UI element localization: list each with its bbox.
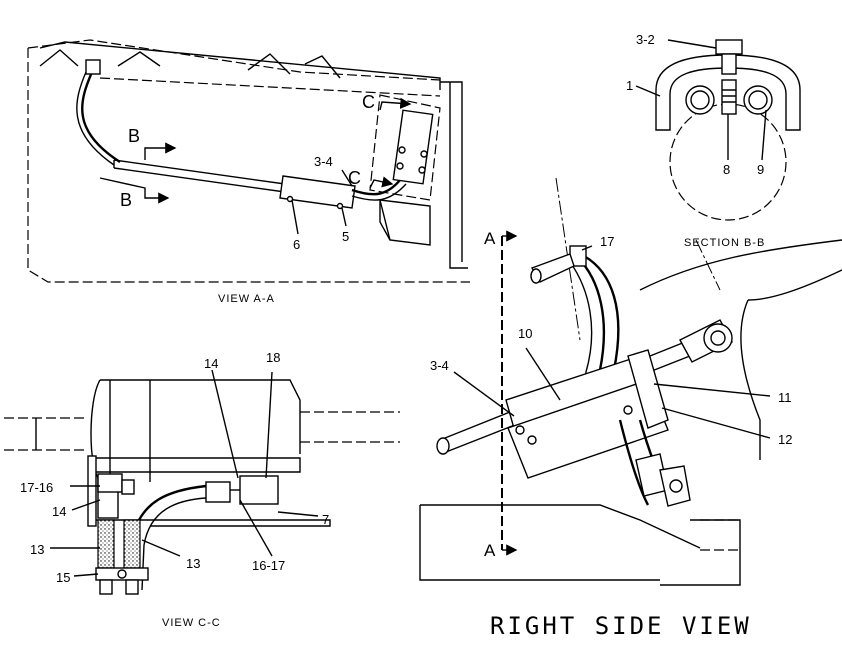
right-side-label-a-lower: A xyxy=(484,541,496,560)
right-side-view xyxy=(419,177,842,586)
right-side-caption: RIGHT SIDE VIEW xyxy=(490,612,752,640)
view-aa-callout-5: 5 xyxy=(342,229,349,244)
section-bb-callout-9: 9 xyxy=(757,162,764,177)
view-cc-callout-16-17: 16-17 xyxy=(252,558,285,573)
view-cc-callout-13-mid: 13 xyxy=(186,556,200,571)
section-bb-caption: SECTION B-B xyxy=(684,237,765,249)
section-bb-callout-8: 8 xyxy=(723,162,730,177)
view-a-a xyxy=(27,39,470,283)
view-cc-callout-17-16: 17-16 xyxy=(20,480,53,495)
view-c-c xyxy=(4,369,400,595)
view-cc-caption: VIEW C-C xyxy=(162,617,221,629)
right-side-callout-17: 17 xyxy=(600,234,614,249)
right-side-callout-3-4: 3-4 xyxy=(430,358,449,373)
section-b-b xyxy=(635,39,801,221)
section-bb-callout-1: 1 xyxy=(626,78,633,93)
section-bb-callout-3-2: 3-2 xyxy=(636,32,655,47)
view-aa-callout-3-4: 3-4 xyxy=(314,154,333,169)
view-cc-callout-7: 7 xyxy=(322,512,329,527)
view-cc-callout-13-left: 13 xyxy=(30,542,44,557)
view-cc-callout-14-left: 14 xyxy=(52,504,66,519)
view-aa-label-b-upper: B xyxy=(128,126,140,146)
view-aa-label-b-lower: B xyxy=(120,190,132,210)
view-cc-callout-18: 18 xyxy=(266,350,280,365)
right-side-callout-12: 12 xyxy=(778,432,792,447)
view-aa-caption: VIEW A-A xyxy=(218,293,275,305)
right-side-callout-10: 10 xyxy=(518,326,532,341)
view-cc-callout-15: 15 xyxy=(56,570,70,585)
view-aa-label-c-lower: C xyxy=(348,168,361,188)
right-side-label-a-upper: A xyxy=(484,229,496,248)
view-aa-label-c-upper: C xyxy=(362,92,375,112)
right-side-callout-11: 11 xyxy=(778,390,792,405)
view-aa-callout-6: 6 xyxy=(293,237,300,252)
view-cc-callout-14-top: 14 xyxy=(204,356,218,371)
